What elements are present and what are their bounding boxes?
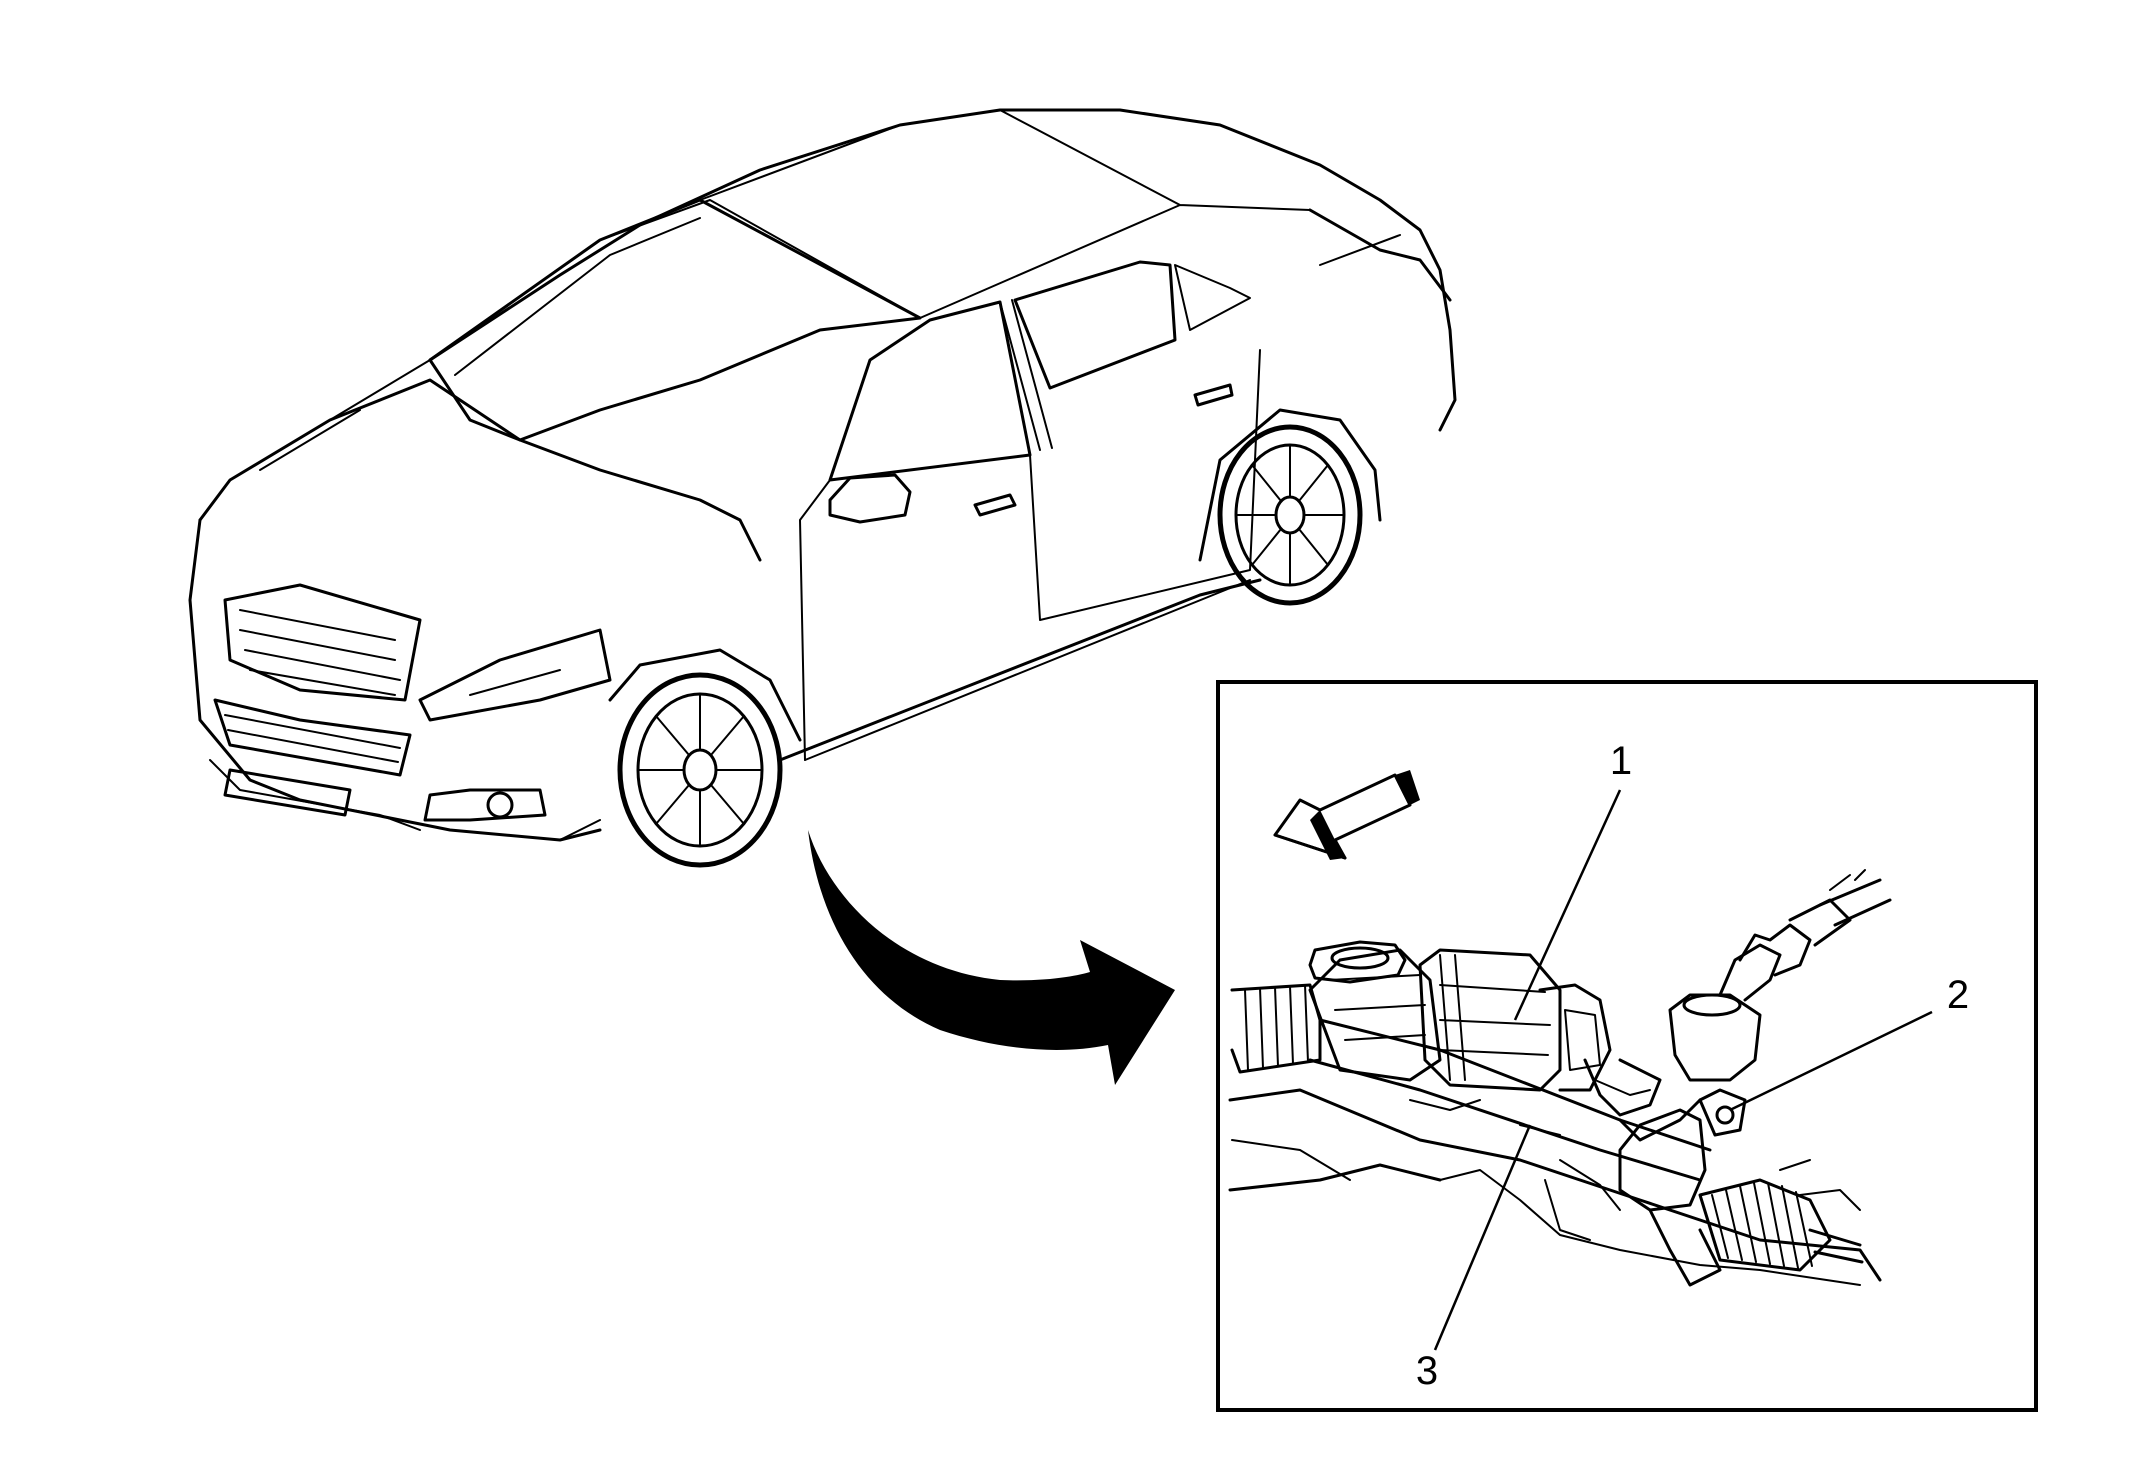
leader-line-1 — [1513, 789, 1622, 1021]
left-boot — [1230, 983, 1322, 1074]
callout-2: 2 — [1947, 973, 1969, 1017]
detail-frame — [1216, 680, 2038, 1412]
detail-view: 1 2 3 — [1216, 680, 2038, 1412]
steering-gear-assembly — [1228, 869, 1892, 1287]
leader-line-3 — [1433, 1124, 1532, 1351]
component-2-pinion-boss — [1698, 1088, 1747, 1137]
right-boot — [1698, 1178, 1864, 1272]
callout-3: 3 — [1416, 1349, 1438, 1393]
callout-1: 1 — [1610, 739, 1632, 783]
forward-direction-arrow-icon — [1273, 770, 1420, 860]
rear-wheel — [1198, 408, 1382, 606]
front-wheel — [608, 648, 802, 868]
input-shaft — [1668, 869, 1892, 1082]
component-3-connector — [1583, 1058, 1702, 1142]
callout-arrow — [808, 830, 1175, 1085]
component-1-motor — [1418, 948, 1612, 1092]
vehicle-illustration — [188, 108, 1457, 868]
leader-line-2 — [1729, 1010, 1933, 1112]
